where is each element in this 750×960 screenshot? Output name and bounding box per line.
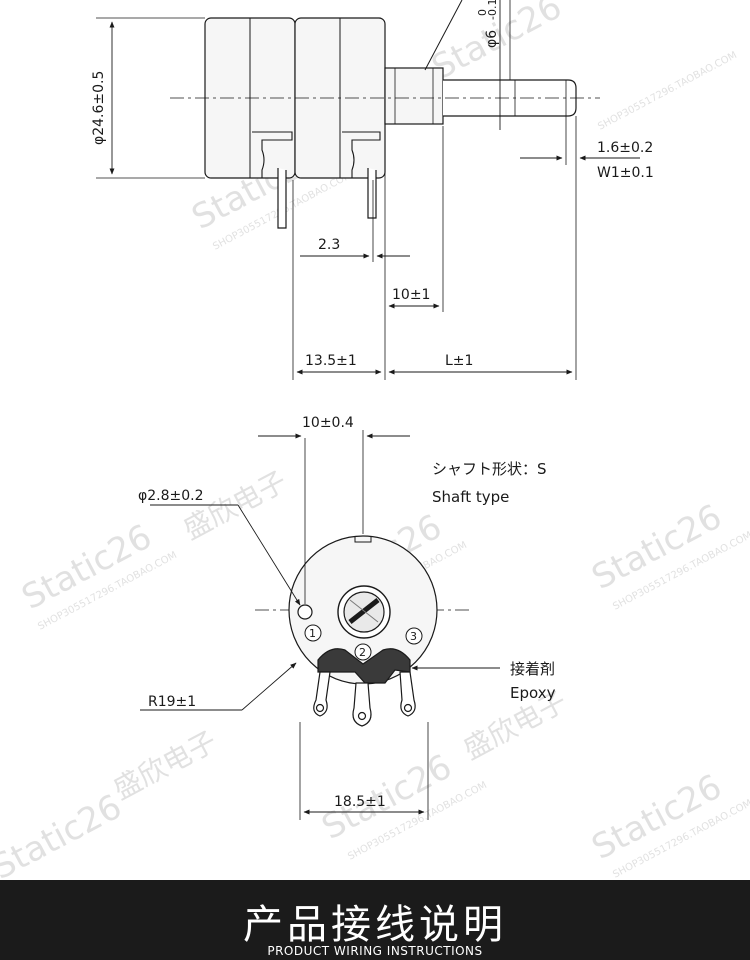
- watermark-shop-text: SHOP305517296.TAOBAO.COM: [596, 50, 739, 133]
- terminal-span-label: 18.5±1: [334, 794, 386, 810]
- pin-2-label: 2: [359, 646, 366, 659]
- bushing: [384, 67, 444, 125]
- body-diameter-label: φ24.6±0.5: [91, 71, 107, 145]
- shaft-type-en-label: Shaft type: [432, 488, 509, 506]
- body-length-label: 13.5±1: [305, 353, 357, 369]
- section-banner: 产品接线说明 PRODUCT WIRING INSTRUCTIONS: [0, 880, 750, 960]
- flat-width-label: W1±0.1: [597, 165, 654, 181]
- pin-1-marker: [304, 624, 322, 642]
- shaft-diameter-label: φ6: [484, 30, 500, 48]
- terminal-center: [352, 682, 372, 727]
- shaft-tolerance-upper-label: 0: [476, 9, 489, 16]
- bushing-length-label: 10±1: [392, 287, 430, 303]
- terminal-rear: [252, 131, 293, 178]
- shaft-length-label: L±1: [445, 353, 473, 369]
- watermark-brand-text: 盛欣电子: [108, 724, 222, 806]
- pin-3-label: 3: [410, 630, 417, 643]
- watermark-text: Static26: [0, 787, 128, 880]
- pin-3-marker: [405, 627, 423, 645]
- front-view: [140, 430, 500, 820]
- epoxy-block: [317, 648, 411, 684]
- adhesive-jp-label: 接着剤: [510, 660, 555, 678]
- terminal-offset-label: 2.3: [318, 237, 340, 253]
- shaft-type-jp-label: シャフト形状：S: [432, 460, 547, 478]
- terminal-front: [342, 131, 381, 178]
- pin-2-marker: [354, 643, 372, 661]
- pitch-top-label: 10±0.4: [302, 415, 354, 431]
- technical-drawing: Static26 SHOP305517296.TAOBAO.COM Static…: [0, 0, 750, 880]
- radius-label: R19±1: [148, 694, 196, 710]
- pin-1-label: 1: [309, 627, 316, 640]
- hole-diameter-label: φ2.8±0.2: [138, 488, 204, 504]
- adhesive-en-label: Epoxy: [510, 684, 556, 702]
- banner-subtitle: PRODUCT WIRING INSTRUCTIONS: [267, 944, 483, 958]
- flat-depth-label: 1.6±0.2: [597, 140, 653, 156]
- mounting-hole: [297, 604, 313, 620]
- shaft-tolerance-label: -0.1: [486, 0, 499, 20]
- terminal-right: [399, 671, 416, 717]
- side-view: [96, 0, 640, 380]
- banner-title: 产品接线说明: [243, 902, 507, 948]
